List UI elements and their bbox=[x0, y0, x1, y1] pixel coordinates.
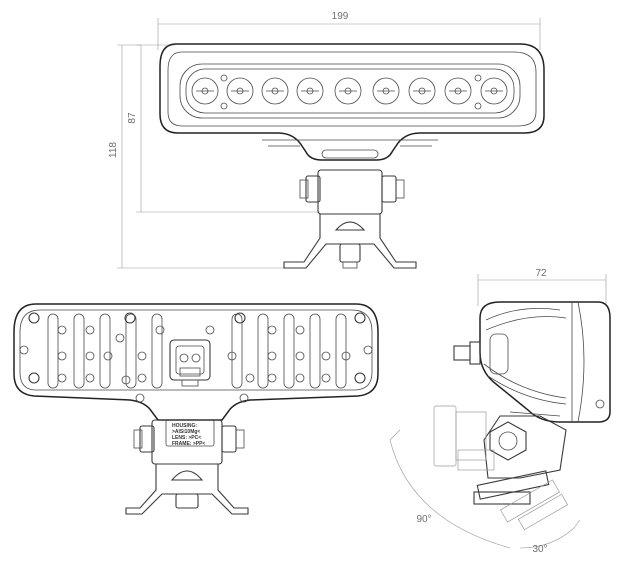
rotated-mount-ghost bbox=[433, 405, 569, 531]
screw-icon bbox=[474, 74, 482, 82]
lens-window bbox=[179, 63, 521, 119]
angle-arc-90 bbox=[389, 439, 511, 549]
label-line-1: HOUSING: bbox=[172, 423, 197, 429]
led bbox=[296, 77, 324, 105]
mounting-bosses bbox=[19, 312, 373, 403]
led bbox=[334, 77, 362, 105]
dim-lens-height-label: 87 bbox=[127, 112, 138, 124]
cable-gland bbox=[453, 345, 471, 361]
dim-width-label: 199 bbox=[332, 11, 349, 22]
led bbox=[372, 77, 400, 105]
side-view: 72 bbox=[389, 268, 611, 555]
angle-90-label: 90° bbox=[416, 514, 431, 525]
screw-icon bbox=[220, 74, 228, 82]
housing-outline bbox=[159, 43, 545, 161]
led bbox=[444, 77, 472, 105]
side-mount-bracket bbox=[473, 415, 567, 505]
label-plate: HOUSING: >AlSi10Mg< LENS: >PC< FRAME: >P… bbox=[165, 419, 215, 447]
rear-view: HOUSING: >AlSi10Mg< LENS: >PC< FRAME: >P… bbox=[13, 303, 379, 515]
side-housing-outline bbox=[479, 301, 611, 423]
rear-housing-outline bbox=[13, 303, 379, 421]
front-view: 199 87 118 bbox=[108, 11, 545, 269]
dim-depth-label: 72 bbox=[535, 268, 547, 279]
screw-icon bbox=[474, 102, 482, 110]
cooling-fins bbox=[47, 313, 347, 389]
bezel-outline bbox=[167, 51, 537, 127]
rear-mount-bracket bbox=[125, 419, 249, 515]
led bbox=[261, 77, 289, 105]
screw-icon bbox=[220, 102, 228, 110]
label-line-2: >AlSi10Mg< bbox=[172, 429, 200, 435]
led-row bbox=[191, 77, 508, 105]
dim-total-height-label: 118 bbox=[108, 142, 119, 158]
led bbox=[226, 77, 254, 105]
angle-30-label: 30° bbox=[532, 544, 547, 555]
led bbox=[191, 77, 219, 105]
angle-arc-30 bbox=[519, 527, 575, 549]
label-line-4: FRAME: >PP< bbox=[172, 441, 205, 447]
label-line-3: LENS: >PC< bbox=[172, 435, 201, 441]
connector-plug bbox=[169, 339, 211, 387]
led bbox=[480, 77, 508, 105]
led bbox=[408, 77, 436, 105]
mount-bracket bbox=[283, 169, 417, 269]
